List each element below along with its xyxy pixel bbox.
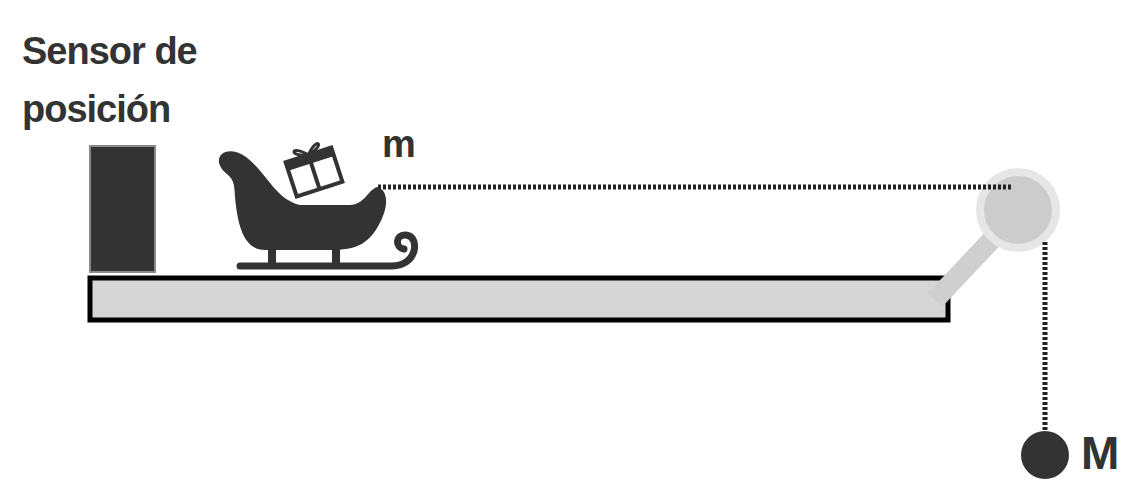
track [90,278,948,320]
string [378,185,1012,190]
string [1043,242,1048,430]
mass-label: M [1081,428,1141,478]
position-sensor [90,146,155,272]
hanging-mass [1021,431,1069,479]
pulley [980,172,1056,248]
sensor-label: Sensor de posición [22,22,237,138]
mass-label: m [382,124,442,164]
